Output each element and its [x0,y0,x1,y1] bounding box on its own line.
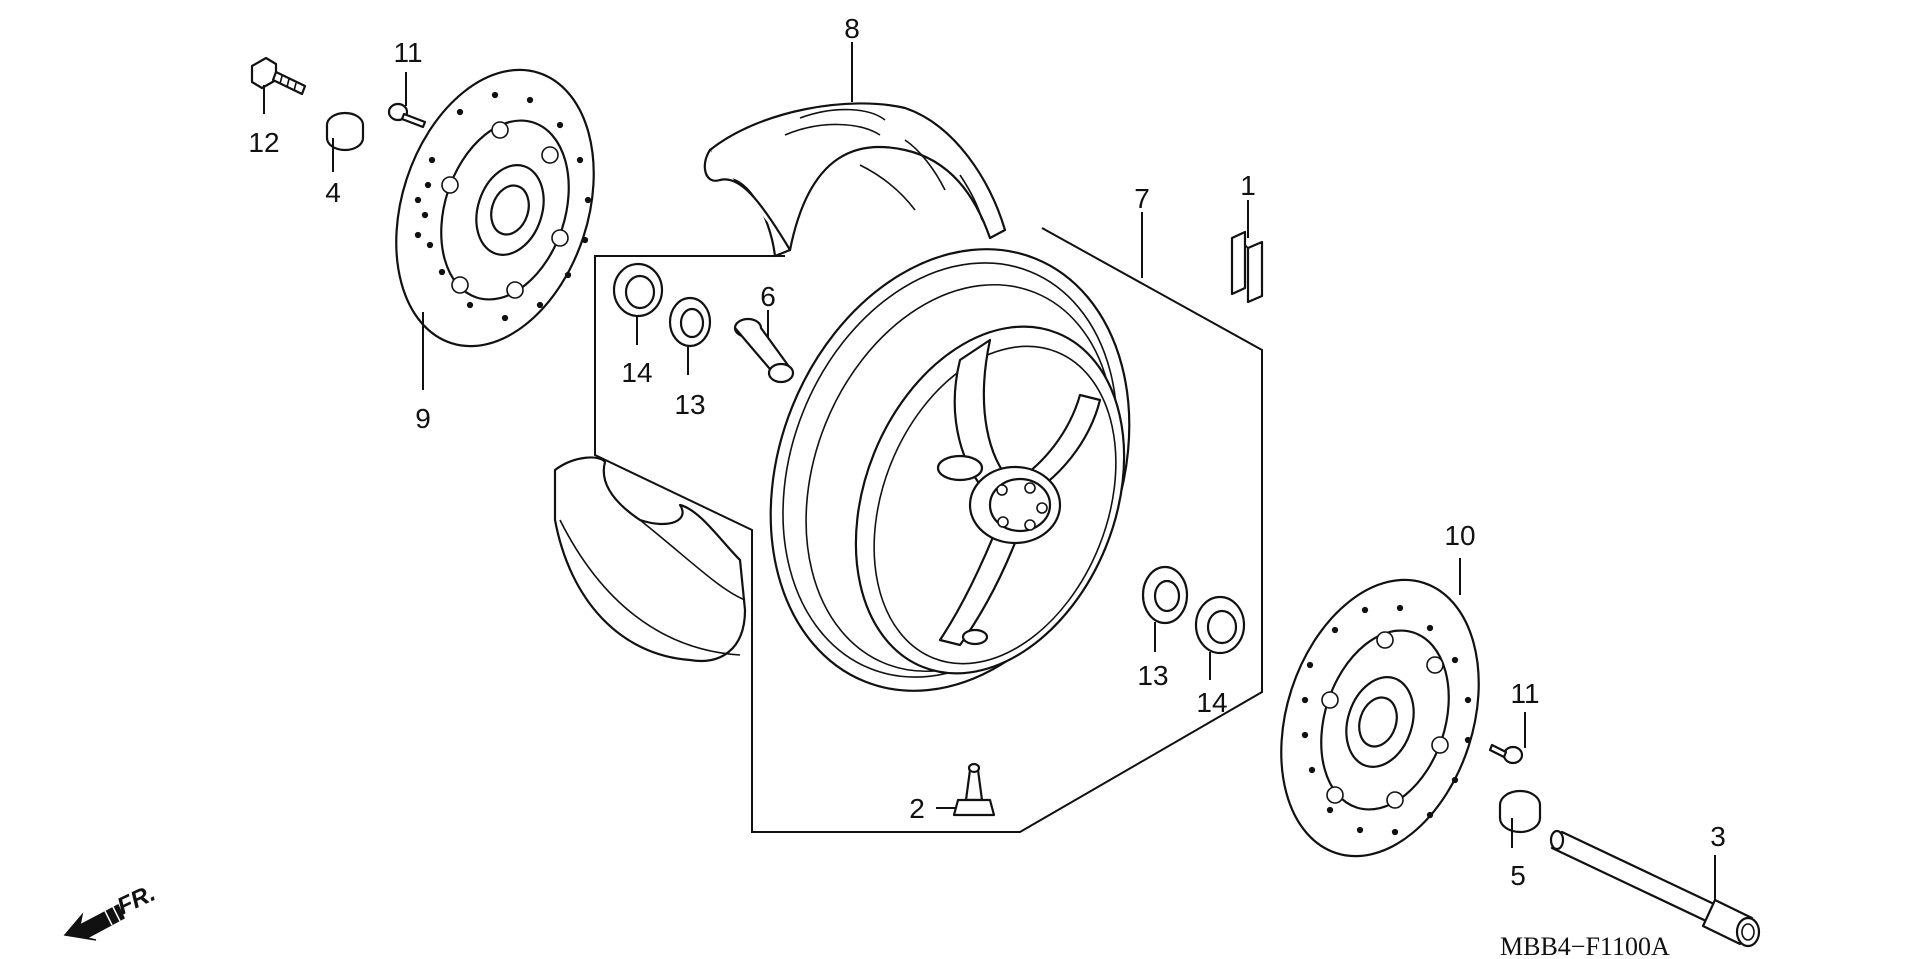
leader-lines [263,42,1716,900]
brake-disc-left [395,68,595,348]
balance-weight [1230,230,1264,304]
front-direction-arrow: FR. [63,880,160,941]
screw-left [387,102,427,129]
callout-7: 7 [1134,183,1150,214]
tire-valve [952,762,996,817]
callout-9: 9 [415,403,431,434]
tire-lower [553,456,747,662]
flange-bolt [250,56,307,96]
callout-2: 2 [909,793,925,824]
callout-11-right: 11 [1510,678,1539,709]
dust-seal-right [1194,595,1246,655]
wheel-rim [769,248,1131,692]
bearing-left [668,296,712,348]
front-axle [1549,829,1761,948]
bearing-right [1141,565,1189,625]
assembly-outline [594,227,1263,833]
screw-right [1488,743,1524,765]
dust-seal-left [612,262,664,318]
callout-5: 5 [1510,860,1526,891]
callout-13-left: 13 [674,389,705,420]
diagram-code: MBB4−F1100A [1500,932,1670,959]
callout-14-left: 14 [621,357,652,388]
callout-labels: 8 7 1 11 12 4 9 6 14 13 13 14 10 11 5 3 … [248,13,1725,891]
callout-3: 3 [1710,821,1726,852]
collar-right [1498,789,1542,834]
callout-10: 10 [1444,520,1475,551]
brake-disc-right [1280,578,1480,858]
callout-4: 4 [325,177,341,208]
callout-6: 6 [760,281,776,312]
callout-14-right: 14 [1196,687,1227,718]
distance-collar [733,317,795,384]
tire-upper [703,102,1007,258]
callout-11-left: 11 [393,37,422,68]
callout-12: 12 [248,127,279,158]
collar-left [325,111,365,152]
callout-1: 1 [1240,170,1256,201]
callout-8: 8 [844,13,860,44]
callout-13-right: 13 [1137,660,1168,691]
